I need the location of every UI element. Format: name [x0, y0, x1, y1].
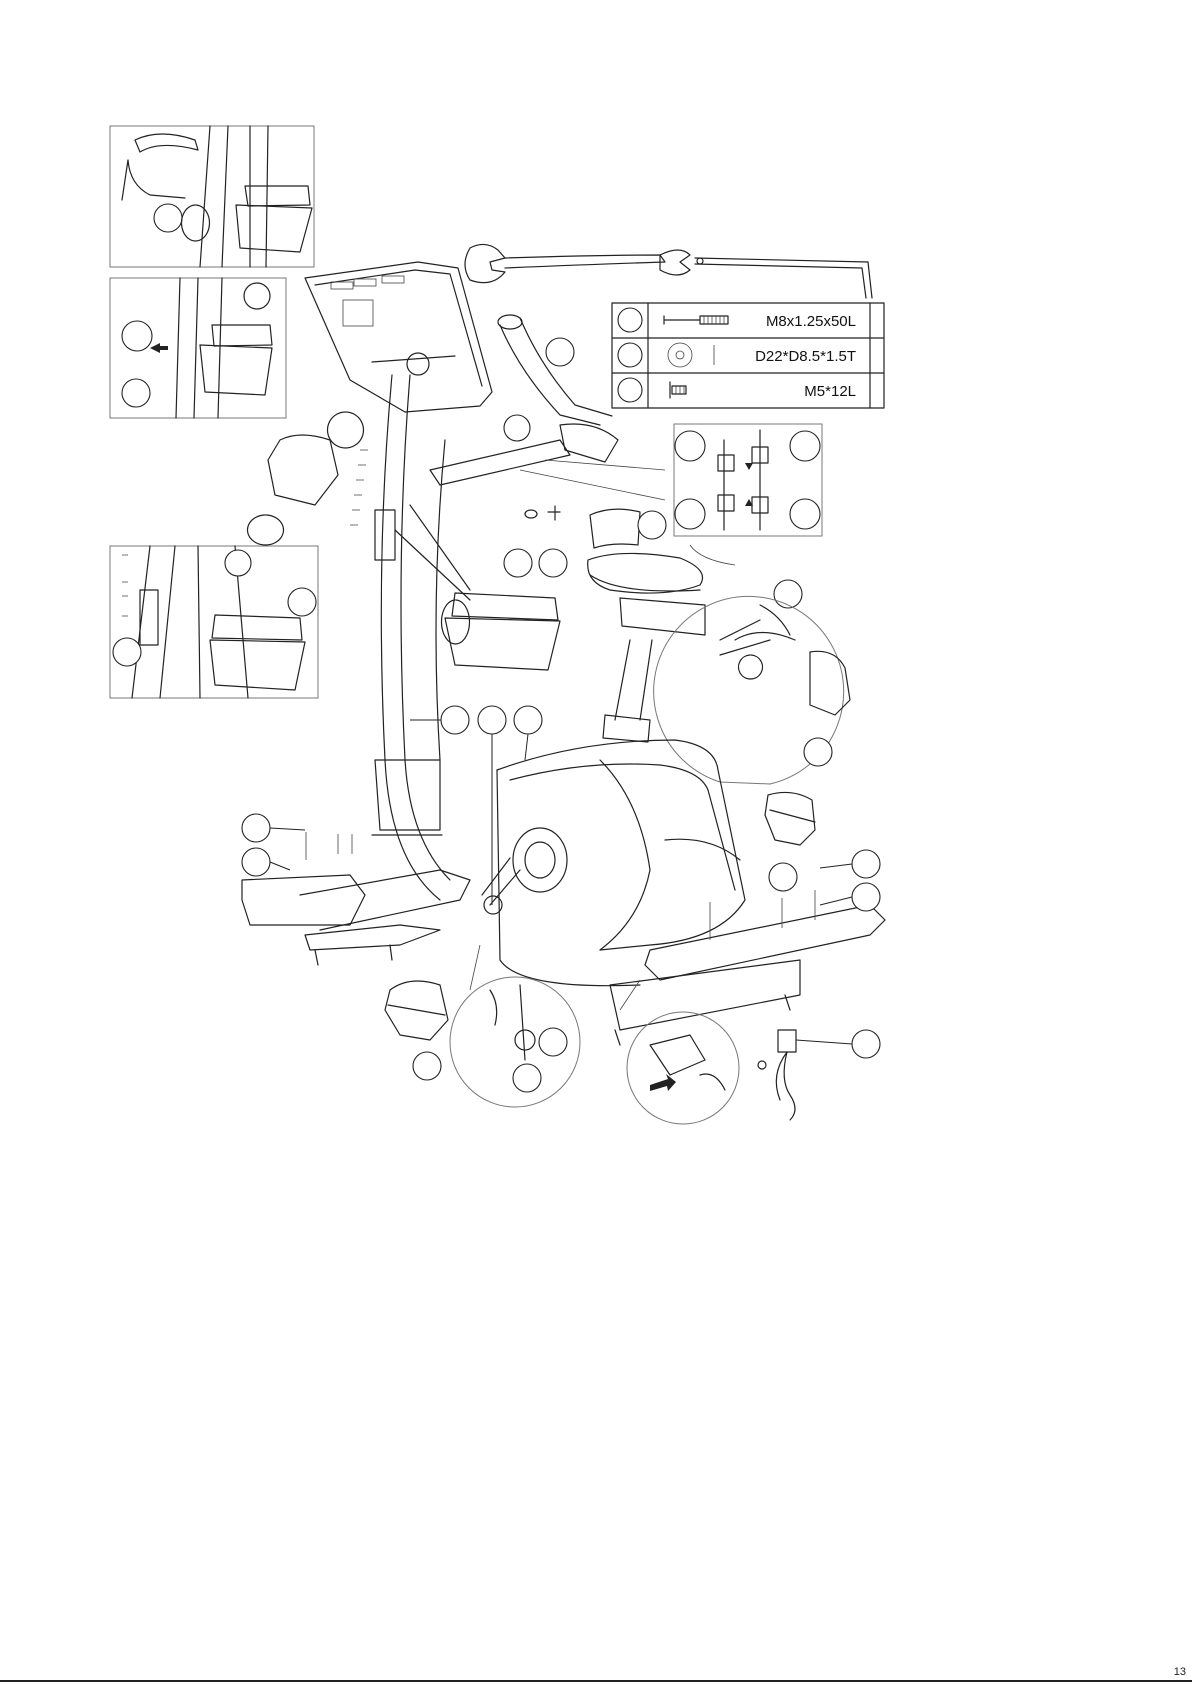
washer-icon: [668, 343, 714, 367]
inset-seat-adjust: [654, 596, 850, 784]
bottle-holder: [375, 505, 560, 670]
hardware-spec-1: M8x1.25x50L: [766, 313, 856, 330]
seat: [588, 553, 802, 742]
inset-bracket-screws: [110, 546, 318, 698]
inset-connector: [674, 424, 822, 536]
page-number: 13: [1174, 1666, 1186, 1678]
left-pedal: [385, 981, 448, 1080]
right-pedal: [765, 792, 815, 845]
left-side-parts: [247, 412, 368, 545]
bolt-icon: [664, 316, 728, 324]
open-wrench-icon: [465, 244, 690, 282]
callout-inset-b: [122, 379, 150, 407]
frame-callouts: [410, 706, 542, 905]
front-stabilizer: [242, 814, 470, 965]
footer-rule: [0, 1680, 1192, 1682]
console-hardware: [504, 506, 666, 577]
handlebar: [430, 315, 618, 485]
console: [305, 262, 492, 412]
power-adapter: [758, 1030, 880, 1120]
callout-inset-a: [154, 204, 182, 232]
inset-pedal-detail: [450, 977, 580, 1107]
screw-icon: [670, 382, 686, 398]
inset-bottle-holder-cover: [110, 126, 314, 267]
allen-key-icon: [695, 258, 872, 298]
hardware-table: M8x1.25x50L D22*D8.5*1.5T M5*12L: [612, 303, 884, 408]
hardware-spec-3: M5*12L: [804, 383, 856, 400]
inset-power-connector: [627, 1012, 739, 1124]
callout-handlebar: [546, 338, 574, 366]
hardware-spec-2: D22*D8.5*1.5T: [755, 348, 856, 365]
inset-leaders: [470, 460, 735, 1010]
inset-cap-insertion: [110, 278, 286, 418]
mast: [372, 375, 450, 900]
rear-stabilizer: [610, 850, 885, 1045]
crank-assembly: [482, 828, 567, 914]
